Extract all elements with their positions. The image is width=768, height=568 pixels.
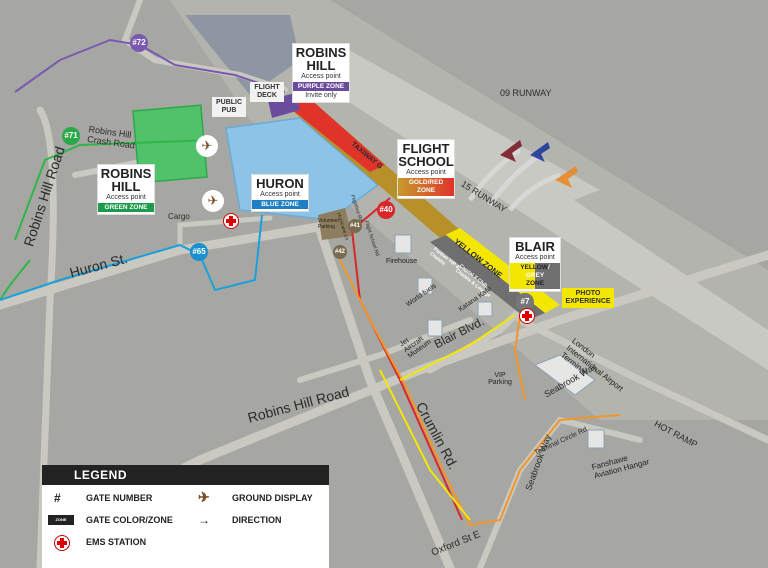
zone-title-1: FLIGHT (402, 141, 450, 156)
gate-72[interactable]: #72 (130, 34, 148, 52)
vip-parking-label: VIP Parking (488, 372, 512, 386)
plane-icon[interactable]: ✈ (202, 190, 224, 212)
hangar-grey (185, 15, 300, 95)
routes (0, 38, 621, 527)
volunteer-parking-area (318, 208, 352, 240)
zone-badge-line-2: ZONE (416, 187, 436, 194)
zone-badge-gold-red: GOLD/RED ZONE (398, 178, 454, 196)
firehouse-label: Firehouse (386, 258, 418, 265)
legend-gate-number: GATE NUMBER (86, 493, 153, 503)
photo-experience-label[interactable]: PHOTO EXPERIENCE (562, 288, 614, 308)
gate-65[interactable]: #65 (190, 243, 208, 261)
orange-route-2 (513, 314, 526, 401)
zone-title-2: HILL (306, 58, 336, 73)
gate-40[interactable]: #40 (377, 201, 395, 219)
zone-title-1: BLAIR (515, 239, 555, 254)
ems-icon (54, 535, 70, 551)
zone-badge-blue: BLUE ZONE (252, 200, 308, 209)
zone-card-blair[interactable]: BLAIR Access point YELLOW/ GREY ZONE (510, 238, 560, 291)
zone-title-2: SCHOOL (398, 154, 454, 169)
legend-direction: DIRECTION (232, 515, 282, 525)
legend-ground-display: GROUND DISPLAY (232, 493, 313, 503)
zone-badge-purple: PURPLE ZONE (293, 82, 349, 91)
jet-display (467, 140, 578, 212)
zone-subtitle: Access point (260, 191, 300, 198)
building-icon (587, 429, 605, 449)
road-label-cargo: Cargo (168, 212, 190, 221)
zone-card-huron[interactable]: HURON Access point BLUE ZONE (252, 175, 308, 211)
zone-card-flight-school[interactable]: FLIGHT SCHOOL Access point GOLD/RED ZONE (398, 140, 454, 198)
zone-badge-yellow-grey: YELLOW/ GREY ZONE (510, 263, 560, 289)
arrow-icon: → (198, 513, 210, 527)
zone-subtitle: Access point (515, 254, 555, 261)
gate-7[interactable]: #7 (516, 293, 534, 311)
gate-42[interactable]: #42 (333, 245, 347, 259)
green-route-2 (0, 259, 31, 301)
zone-subtitle: Access point (301, 73, 341, 80)
volunteer-parking-label: Volunteer Parking (318, 218, 340, 230)
zone-title-1: HURON (256, 176, 304, 191)
legend-zone-swatch: ZONE (48, 515, 74, 525)
gate-71[interactable]: #71 (62, 127, 80, 145)
jet-icon (500, 140, 522, 162)
zone-title-2: HILL (111, 179, 141, 194)
building-icon (427, 319, 443, 337)
ems-icon[interactable] (223, 213, 239, 229)
zone-title-1: ROBINS (100, 166, 152, 181)
ems-icon[interactable] (519, 308, 535, 324)
orange-route (339, 259, 621, 527)
yellow-route-2 (399, 314, 516, 381)
zone-badge-grey: / GREY (525, 264, 550, 279)
building-icon (417, 277, 433, 295)
jet-icon (530, 142, 550, 162)
flight-deck-label[interactable]: FLIGHT DECK (250, 82, 284, 102)
zone-title-1: ROBINS (295, 45, 347, 60)
legend-panel: LEGEND # GATE NUMBER ZONE GATE COLOR/ZON… (42, 465, 329, 568)
legend-gate-color: GATE COLOR/ZONE (86, 515, 173, 525)
road-label-09-runway: 09 RUNWAY (500, 88, 552, 98)
zone-subtitle: Access point (406, 169, 446, 176)
legend-swatch-text: ZONE (55, 517, 67, 522)
zone-card-robins-hill-green[interactable]: ROBINS HILL Access point GREEN ZONE (98, 165, 154, 214)
building-icon (394, 234, 412, 254)
buildings (394, 234, 605, 449)
public-pub-label[interactable]: PUBLIC PUB (212, 97, 246, 117)
zone-note: Invite only (305, 92, 337, 99)
zone-card-robins-hill-purple[interactable]: ROBINS HILL Access point PURPLE ZONE Inv… (293, 44, 349, 102)
airfield-area (170, 0, 768, 420)
zone-badge-yellow: YELLOW (520, 264, 548, 271)
zone-badge-green: GREEN ZONE (98, 203, 154, 212)
zone-subtitle: Access point (106, 194, 146, 201)
building-icon (477, 301, 493, 317)
legend-title: LEGEND (42, 465, 329, 485)
yellow-zone-strip (445, 228, 560, 313)
legend-ems: EMS STATION (86, 537, 147, 547)
jet-icon (555, 166, 578, 188)
green-route (14, 139, 211, 241)
legend-gate-symbol: # (54, 491, 61, 505)
plane-icon[interactable]: ✈ (196, 135, 218, 157)
zone-badge-line-1: GOLD/RED (408, 179, 444, 186)
gate-41[interactable]: #41 (348, 219, 362, 233)
plane-icon: ✈ (198, 489, 210, 505)
zone-badge-line-2: ZONE (525, 280, 545, 287)
yellow-route (379, 369, 471, 521)
building-icon (533, 354, 596, 396)
red-zone-strip (280, 90, 385, 172)
